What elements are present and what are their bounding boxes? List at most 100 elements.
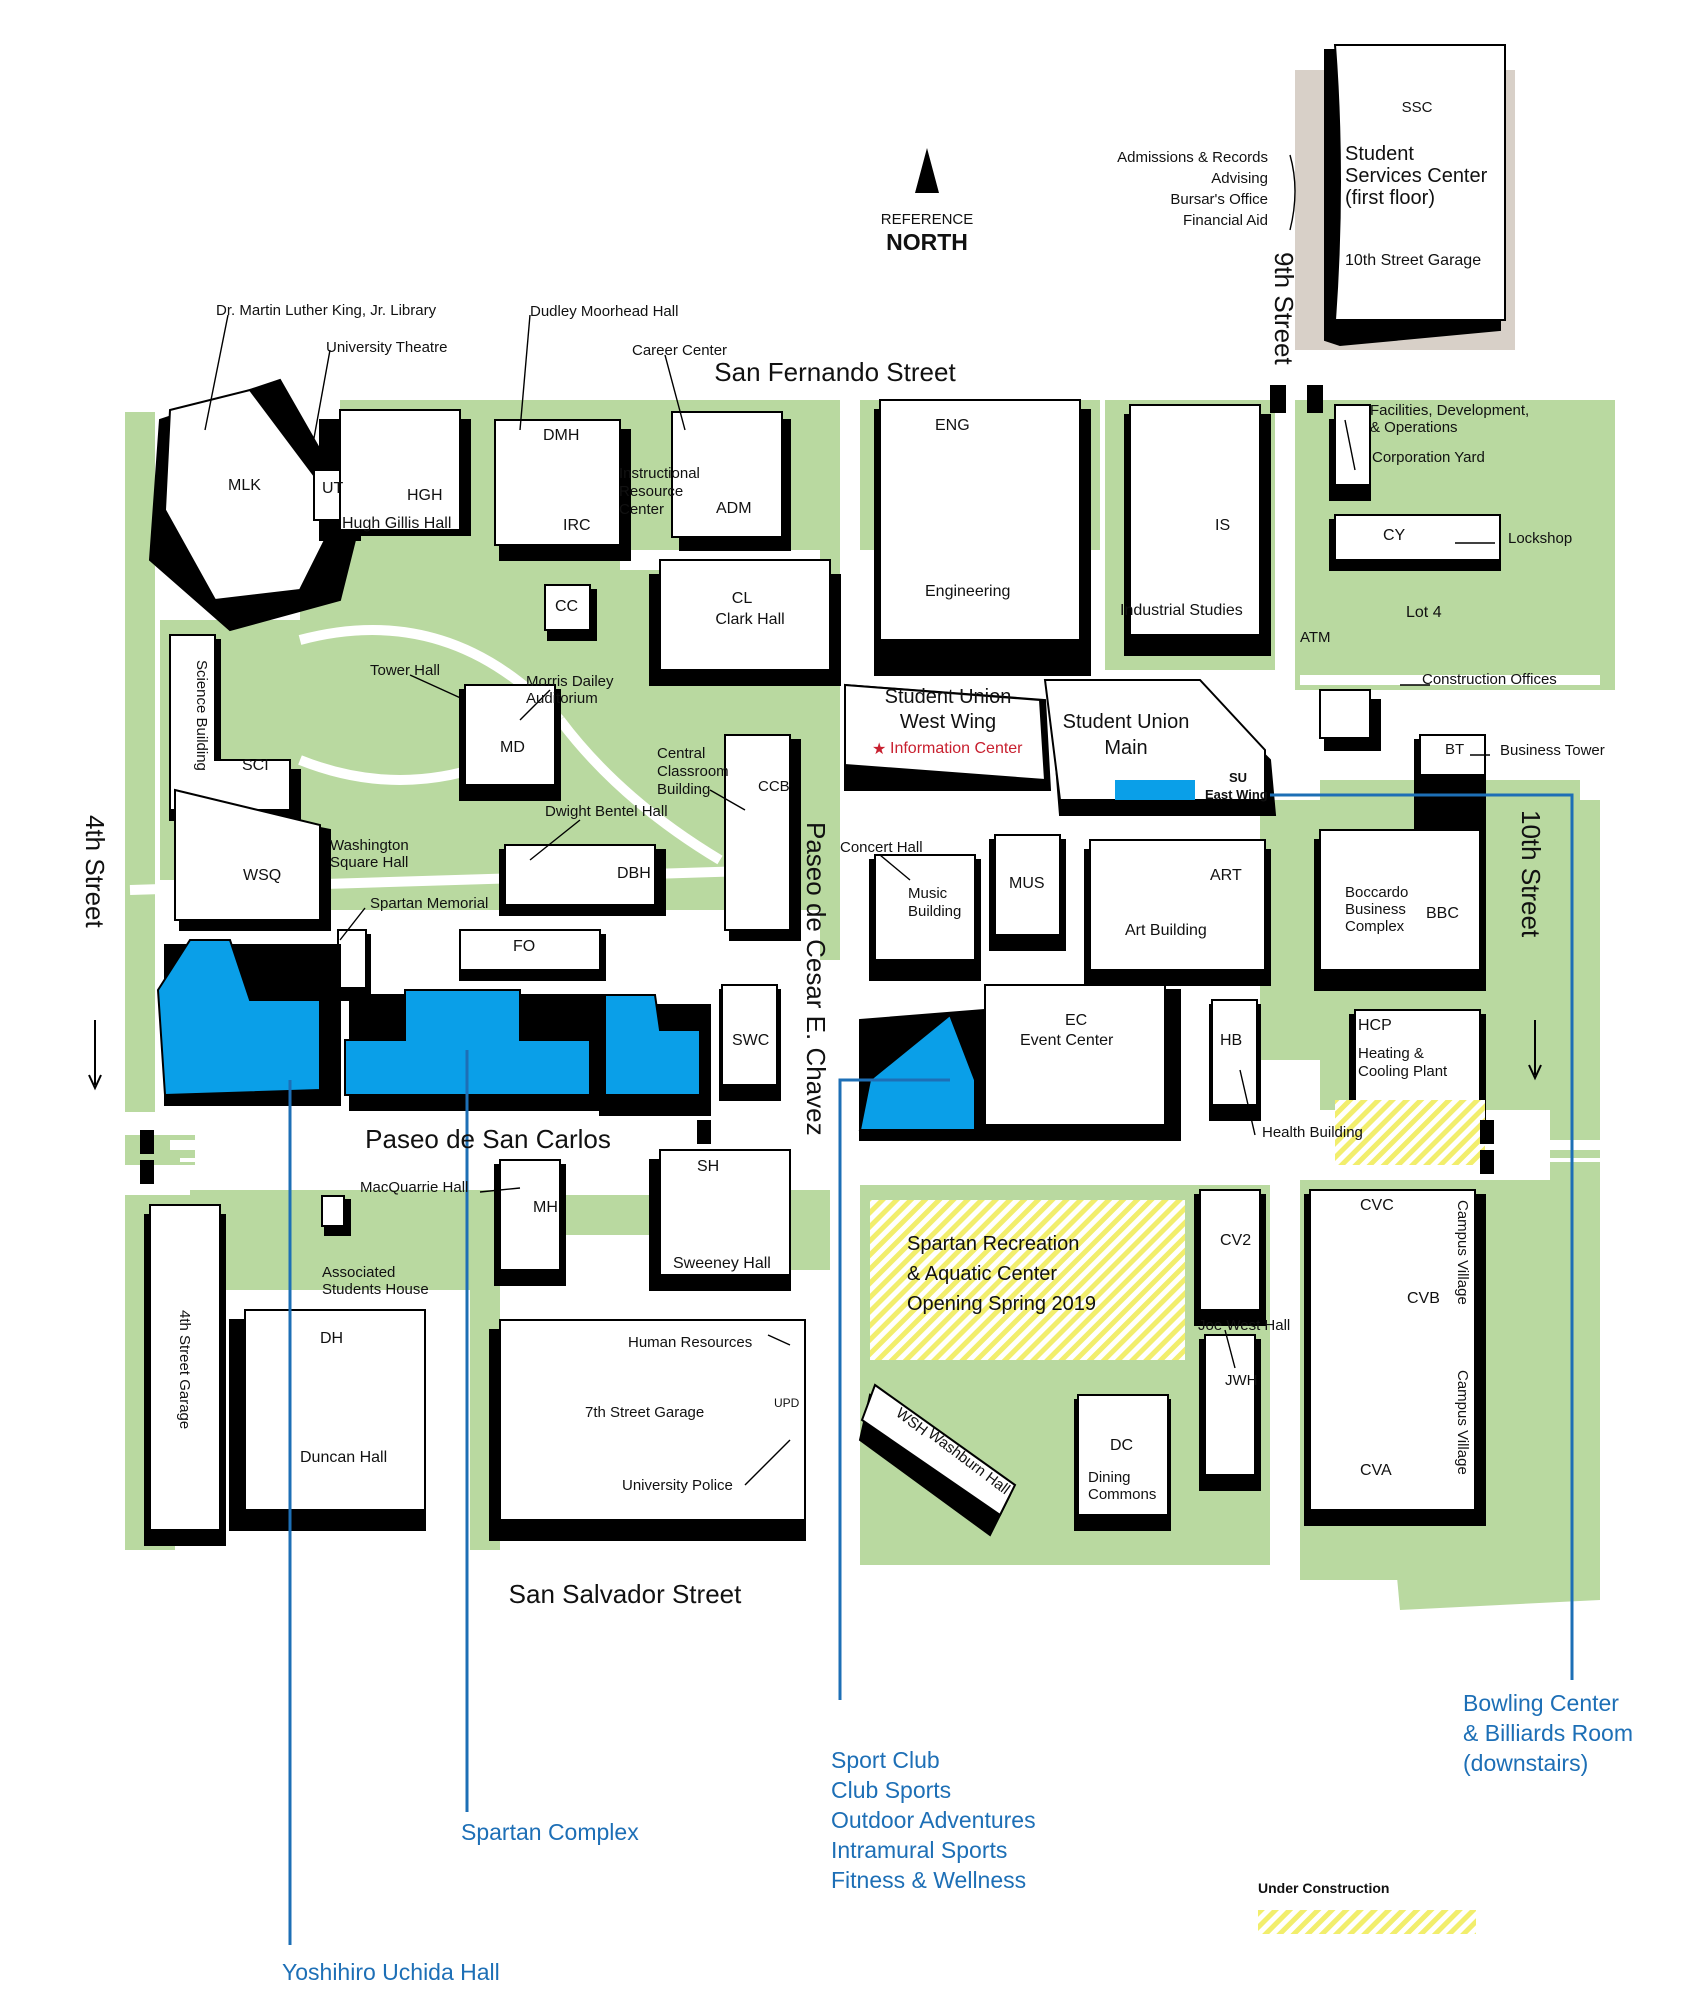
dc-code: DC bbox=[1110, 1437, 1133, 1454]
cl-code: CL bbox=[732, 590, 753, 607]
police-label: University Police bbox=[622, 1477, 733, 1494]
cc-code: CC bbox=[555, 598, 578, 615]
callout-sport-1: Sport Club bbox=[831, 1747, 940, 1773]
ssc-service-3: Bursar's Office bbox=[1170, 191, 1268, 208]
fo-code: FO bbox=[513, 938, 535, 955]
callout-spartan-complex: Spartan Complex bbox=[461, 1819, 639, 1845]
fourth-street-arrow-icon bbox=[88, 1020, 102, 1091]
irc-name-3: Center bbox=[619, 501, 664, 518]
upd-code: UPD bbox=[774, 1396, 800, 1410]
info-center-label: Information Center bbox=[890, 740, 1023, 757]
cl-name: Clark Hall bbox=[715, 611, 784, 628]
ssc-title-3: (first floor) bbox=[1345, 187, 1435, 209]
bbc-name-2: Business bbox=[1345, 901, 1406, 918]
street-paseo-chavez: Paseo de Cesar E. Chavez bbox=[801, 822, 831, 1136]
irc-code: IRC bbox=[563, 517, 591, 534]
wsq-code: WSQ bbox=[243, 867, 281, 884]
garage4-name: 4th Street Garage bbox=[176, 1310, 193, 1429]
su-east-name: East Wing bbox=[1205, 787, 1268, 802]
md-name-1: Morris Dailey bbox=[526, 673, 614, 690]
fdo-name-1: Facilities, Development, bbox=[1370, 402, 1529, 419]
dc-name-1: Dining bbox=[1088, 1469, 1131, 1486]
street-san-salvador: San Salvador Street bbox=[509, 1579, 742, 1609]
hb-name: Health Building bbox=[1262, 1124, 1363, 1141]
mlk-name: Dr. Martin Luther King, Jr. Library bbox=[216, 302, 437, 319]
cva-code: CVA bbox=[1360, 1462, 1392, 1479]
callout-bowling-3: (downstairs) bbox=[1463, 1750, 1588, 1776]
su-east-code: SU bbox=[1229, 770, 1247, 785]
music-name-2: Building bbox=[908, 903, 961, 920]
irc-name-1: Instructional bbox=[619, 465, 700, 482]
legend-label: Under Construction bbox=[1258, 1880, 1389, 1896]
src-construction-area bbox=[870, 1200, 1185, 1360]
campus-village-label-2: Campus Village bbox=[1454, 1370, 1471, 1475]
bbc-name-3: Complex bbox=[1345, 918, 1405, 935]
ccb-name-3: Building bbox=[657, 781, 710, 798]
ut-code: UT bbox=[322, 480, 344, 497]
ssc-service-2: Advising bbox=[1211, 170, 1268, 187]
dh-name: Duncan Hall bbox=[300, 1449, 387, 1466]
hr-label: Human Resources bbox=[628, 1334, 752, 1351]
su-west-name-2: West Wing bbox=[900, 711, 996, 733]
bt-name: Business Tower bbox=[1500, 742, 1605, 759]
dc-name-2: Commons bbox=[1088, 1486, 1156, 1503]
callout-lines bbox=[288, 793, 1574, 1945]
dbh-code: DBH bbox=[617, 865, 651, 882]
ssc-service-1: Admissions & Records bbox=[1117, 149, 1268, 166]
ccb-name-1: Central bbox=[657, 745, 705, 762]
garage7-name: 7th Street Garage bbox=[585, 1404, 704, 1421]
parking-markers bbox=[140, 385, 1494, 1184]
src-name-1: Spartan Recreation bbox=[907, 1233, 1079, 1255]
street-4th: 4th Street bbox=[80, 815, 110, 929]
fdo-name-2: & Operations bbox=[1370, 419, 1458, 436]
jwh-code: JWH bbox=[1225, 1372, 1258, 1389]
cvb-code: CVB bbox=[1407, 1290, 1440, 1307]
sh-name: Sweeney Hall bbox=[673, 1255, 771, 1272]
ut-name: University Theatre bbox=[326, 339, 447, 356]
reference-label: REFERENCE bbox=[881, 211, 974, 228]
legend-swatch bbox=[1258, 1910, 1476, 1934]
cy-code: CY bbox=[1383, 527, 1406, 544]
street-10th: 10th Street bbox=[1516, 810, 1546, 938]
tenth-street-arrow-icon bbox=[1528, 1020, 1542, 1081]
building-labels: Dr. Martin Luther King, Jr. Library MLK … bbox=[176, 302, 1605, 1503]
dmh-name: Dudley Moorhead Hall bbox=[530, 303, 678, 320]
mh-name: MacQuarrie Hall bbox=[360, 1179, 468, 1196]
callout-sport-5: Fitness & Wellness bbox=[831, 1867, 1026, 1893]
construction-offices-label: Construction Offices bbox=[1422, 671, 1557, 688]
legend: Under Construction bbox=[1258, 1880, 1476, 1934]
cvc-code: CVC bbox=[1360, 1197, 1394, 1214]
dbh-name: Dwight Bentel Hall bbox=[545, 803, 668, 820]
ec-code: EC bbox=[1065, 1012, 1087, 1029]
callout-bowling-2: & Billiards Room bbox=[1463, 1720, 1633, 1746]
atm-label: ATM bbox=[1300, 629, 1331, 646]
callout-sport-4: Intramural Sports bbox=[831, 1837, 1007, 1863]
north-label: NORTH bbox=[886, 229, 968, 255]
lot4-label: Lot 4 bbox=[1406, 604, 1442, 621]
concert-hall-label: Concert Hall bbox=[840, 839, 923, 856]
career-center-label: Career Center bbox=[632, 342, 727, 359]
tower-hall-label: Tower Hall bbox=[370, 662, 440, 679]
callout-sport-3: Outdoor Adventures bbox=[831, 1807, 1036, 1833]
ssc-service-4: Financial Aid bbox=[1183, 212, 1268, 229]
callout-labels: Yoshihiro Uchida Hall Spartan Complex Sp… bbox=[282, 1690, 1633, 1985]
ash-name-2: Students House bbox=[322, 1281, 429, 1298]
sci-name: Science Building bbox=[193, 660, 210, 771]
irc-name-2: Resource bbox=[619, 483, 683, 500]
cv2-code: CV2 bbox=[1220, 1232, 1251, 1249]
bbc-code: BBC bbox=[1426, 905, 1459, 922]
md-name-2: Auditorium bbox=[526, 690, 598, 707]
campus-village-label-1: Campus Village bbox=[1454, 1200, 1471, 1305]
su-main-name-1: Student Union bbox=[1063, 711, 1190, 733]
md-code: MD bbox=[500, 739, 525, 756]
buildings bbox=[144, 44, 1515, 1546]
spartan-complex-buildings bbox=[156, 939, 986, 1141]
callout-sport-2: Club Sports bbox=[831, 1777, 951, 1803]
ssc-code: SSC bbox=[1402, 99, 1433, 116]
info-star-icon: ★ bbox=[872, 741, 886, 758]
hb-code: HB bbox=[1220, 1032, 1242, 1049]
north-arrow: REFERENCE NORTH bbox=[881, 148, 974, 255]
is-code: IS bbox=[1215, 517, 1230, 534]
ccb-code: CCB bbox=[758, 778, 790, 795]
spartan-memorial-label: Spartan Memorial bbox=[370, 895, 488, 912]
